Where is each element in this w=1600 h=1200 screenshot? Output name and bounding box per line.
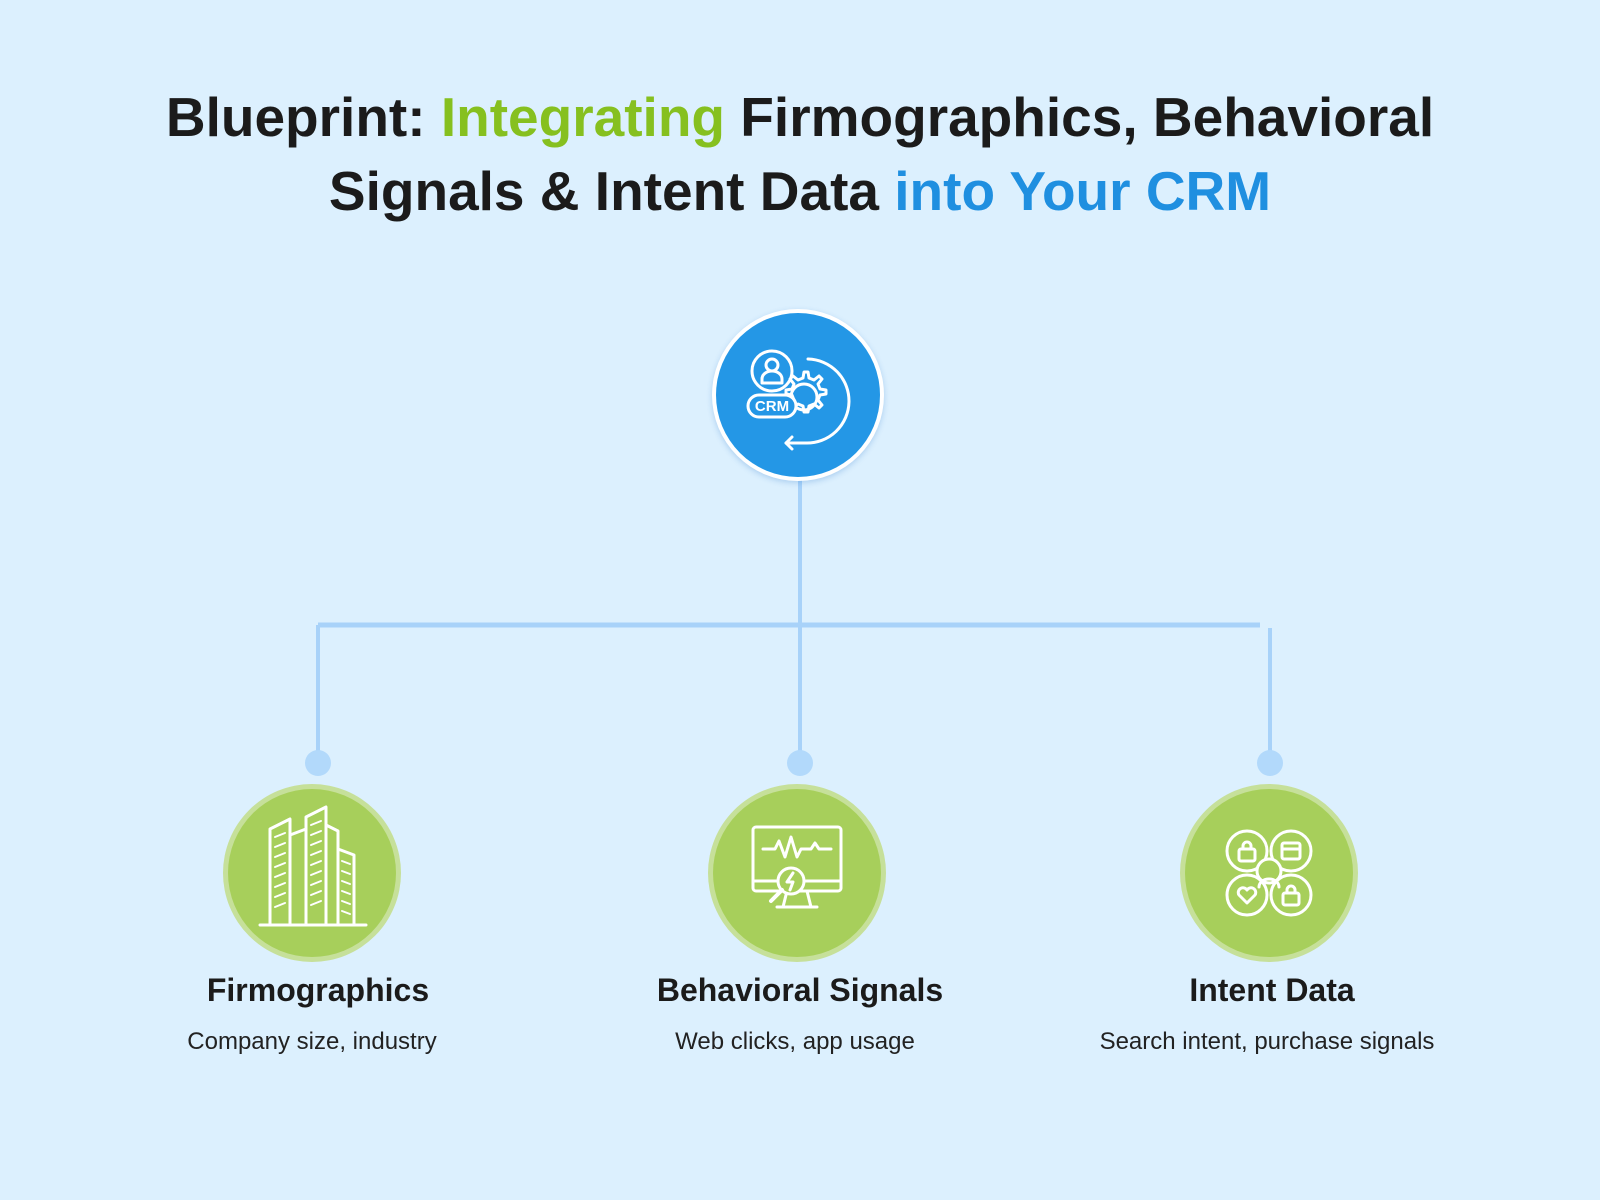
node-intent-data — [1180, 784, 1358, 962]
monitor-analytics-icon — [751, 825, 843, 909]
title-part-1: Blueprint: — [165, 86, 441, 148]
node-title-behavioral-signals: Behavioral Signals — [656, 972, 944, 1008]
connector-dot-middle — [787, 750, 813, 776]
title-part-3: Firmographics, Behavioral — [725, 86, 1435, 148]
node-behavioral-signals — [708, 784, 886, 962]
node-intent-inner — [1185, 789, 1353, 957]
title-part-4: Signals & Intent Data — [328, 160, 895, 222]
title-highlight-green: Integrating — [440, 86, 726, 148]
crm-hub: CRM — [712, 309, 884, 481]
node-desc-behavioral-signals: Web clicks, app usage — [675, 1028, 915, 1055]
buildings-icon — [258, 805, 368, 927]
node-firmographics — [223, 784, 401, 962]
node-title-firmographics: Firmographics — [206, 972, 430, 1008]
crm-icon-label: CRM — [755, 398, 789, 415]
node-firmographics-inner — [228, 789, 396, 957]
connector-dot-right — [1257, 750, 1283, 776]
crm-hub-inner: CRM — [716, 313, 880, 477]
crm-gear-icon: CRM — [746, 349, 851, 451]
node-title-intent-data: Intent Data — [1189, 972, 1355, 1008]
node-behavioral-inner — [713, 789, 881, 957]
title-highlight-blue: into Your CRM — [894, 160, 1272, 222]
connector-dot-left — [305, 750, 331, 776]
node-desc-firmographics: Company size, industry — [187, 1028, 437, 1055]
shopping-intent-icon — [1225, 829, 1313, 917]
node-desc-intent-data: Search intent, purchase signals — [1099, 1028, 1435, 1055]
page-title: Blueprint: Integrating Firmographics, Be… — [0, 80, 1600, 228]
